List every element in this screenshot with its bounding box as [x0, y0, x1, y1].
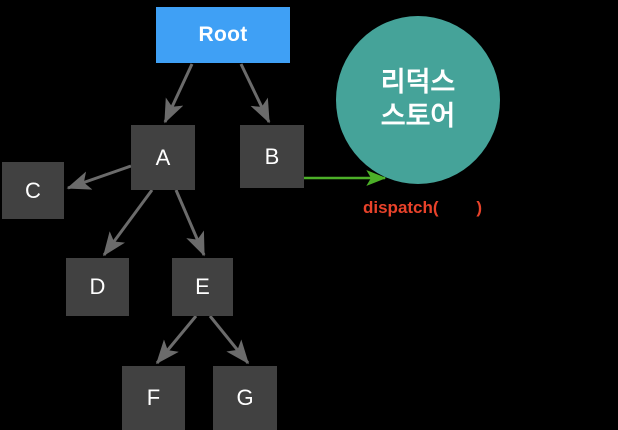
node-root[interactable]: Root	[156, 7, 290, 63]
edge-a-c	[66, 164, 132, 190]
edge-root-a	[163, 63, 194, 124]
edge-root-b	[239, 63, 271, 124]
edge-e-f	[155, 315, 198, 365]
dispatch-label: dispatch( )	[363, 198, 483, 217]
node-d-label: D	[89, 274, 106, 299]
node-b-label: B	[264, 143, 280, 169]
node-a-label: A	[155, 144, 171, 170]
node-root-label: Root	[198, 23, 248, 46]
node-c[interactable]: C	[2, 162, 64, 219]
node-b[interactable]: B	[240, 125, 304, 188]
edge-e-g	[208, 315, 250, 365]
store-label-line1: 리덕스	[380, 67, 456, 98]
node-g[interactable]: G	[213, 366, 277, 430]
redux-store-circle[interactable]: 리덕스 스토어	[336, 16, 500, 184]
store-label-line2: 스토어	[380, 101, 456, 131]
node-e[interactable]: E	[172, 258, 233, 316]
node-f-label: F	[146, 385, 161, 410]
node-c-label: C	[25, 177, 41, 203]
edge-a-e	[174, 189, 206, 257]
node-g-label: G	[236, 385, 254, 410]
node-e-label: E	[195, 274, 210, 299]
edge-a-d	[102, 189, 154, 257]
node-f[interactable]: F	[122, 366, 185, 430]
node-d[interactable]: D	[66, 258, 129, 316]
node-a[interactable]: A	[131, 125, 195, 190]
